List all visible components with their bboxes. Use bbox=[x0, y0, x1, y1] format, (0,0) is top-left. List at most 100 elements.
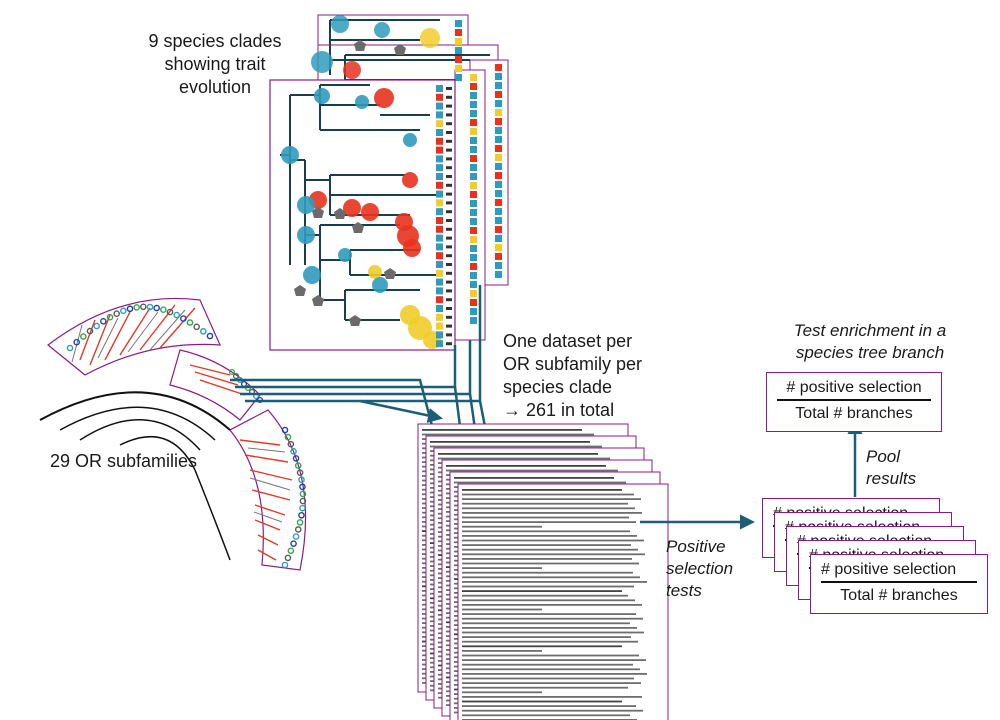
tip-square bbox=[495, 154, 502, 161]
tip-label bbox=[446, 315, 452, 319]
tip-circle bbox=[80, 333, 87, 340]
tip-circle bbox=[100, 318, 107, 325]
tip-square bbox=[495, 262, 502, 269]
tip-circle bbox=[299, 497, 307, 505]
tip-square bbox=[436, 305, 443, 312]
tip-label bbox=[446, 104, 452, 108]
tip-circle bbox=[281, 426, 289, 434]
tip-circle bbox=[173, 311, 180, 319]
tip-label bbox=[446, 324, 452, 328]
alignment-document bbox=[457, 483, 669, 720]
tip-square bbox=[436, 129, 443, 136]
tip-label bbox=[446, 307, 452, 310]
tip-circle bbox=[206, 332, 214, 340]
tip-square bbox=[436, 322, 443, 330]
tip-square bbox=[495, 91, 502, 98]
tip-circle bbox=[287, 547, 295, 555]
tip-square bbox=[470, 236, 477, 243]
tip-square bbox=[436, 190, 443, 198]
tip-square bbox=[470, 227, 477, 234]
subfamily-wedge bbox=[47, 297, 221, 376]
tip-square bbox=[455, 29, 462, 36]
tip-label bbox=[446, 183, 452, 187]
tip-label bbox=[446, 113, 452, 117]
tip-square bbox=[455, 74, 462, 81]
tip-circle bbox=[66, 344, 74, 352]
tip-label bbox=[446, 236, 452, 240]
tip-square bbox=[436, 340, 443, 348]
tip-square bbox=[470, 218, 477, 225]
tip-circle bbox=[120, 307, 127, 315]
tip-square bbox=[495, 217, 502, 224]
pool-results-label: Pool results bbox=[866, 447, 917, 488]
tip-square bbox=[470, 101, 477, 108]
tip-square bbox=[436, 93, 443, 101]
tip-square bbox=[470, 146, 477, 153]
tip-square bbox=[436, 278, 443, 286]
tip-label bbox=[446, 271, 452, 275]
tip-label bbox=[446, 157, 452, 161]
tip-label bbox=[446, 201, 452, 205]
tip-label bbox=[446, 87, 452, 90]
enrichment-fraction-box: # positive selection Total # branches bbox=[766, 372, 942, 432]
tip-square bbox=[495, 163, 502, 170]
tip-circle bbox=[290, 540, 297, 547]
tip-square bbox=[470, 254, 477, 261]
tip-label bbox=[446, 263, 452, 266]
tip-circle bbox=[133, 304, 140, 311]
trait-node-circles bbox=[281, 88, 441, 349]
tip-circle bbox=[299, 504, 306, 512]
tip-circle bbox=[296, 519, 304, 526]
tip-square bbox=[470, 299, 477, 306]
tip-label bbox=[446, 227, 452, 231]
tip-square bbox=[436, 208, 443, 216]
tip-square bbox=[436, 120, 443, 128]
tip-square bbox=[470, 164, 477, 171]
tip-label bbox=[446, 289, 452, 293]
tip-label bbox=[446, 175, 452, 178]
tip-square bbox=[470, 272, 477, 279]
subfamily-wedge bbox=[229, 409, 307, 571]
tip-label bbox=[446, 280, 452, 284]
tip-square bbox=[470, 74, 477, 81]
tip-square bbox=[436, 111, 443, 119]
tip-square bbox=[470, 173, 477, 180]
tip-square bbox=[470, 308, 477, 315]
tip-label bbox=[446, 192, 452, 196]
tip-square bbox=[436, 269, 443, 277]
tip-square bbox=[455, 38, 462, 45]
tip-square bbox=[436, 225, 443, 233]
tip-square bbox=[455, 65, 462, 72]
tip-circle bbox=[232, 372, 240, 380]
tip-label bbox=[446, 333, 452, 337]
tip-square bbox=[470, 317, 477, 324]
tip-square bbox=[495, 127, 502, 134]
subfamilies-label: 29 OR subfamilies bbox=[50, 451, 198, 471]
tip-circle bbox=[106, 313, 114, 321]
tip-square bbox=[470, 110, 477, 117]
tip-square bbox=[436, 181, 443, 189]
tip-circle bbox=[240, 380, 248, 388]
tip-square bbox=[470, 263, 477, 270]
tip-circle bbox=[93, 322, 100, 330]
tip-circle bbox=[292, 533, 300, 540]
tip-square bbox=[455, 20, 462, 27]
tip-square bbox=[436, 137, 443, 145]
tip-circle bbox=[160, 306, 167, 313]
tip-square bbox=[495, 136, 502, 143]
tip-square bbox=[436, 331, 443, 339]
tip-square bbox=[470, 137, 477, 144]
tip-label bbox=[446, 148, 452, 152]
tip-square bbox=[495, 181, 502, 188]
tip-square bbox=[436, 164, 443, 172]
tip-circle bbox=[296, 469, 304, 476]
tip-circle bbox=[113, 310, 120, 317]
tip-square bbox=[436, 155, 443, 163]
fraction-numerator: # positive selection bbox=[777, 379, 931, 401]
tip-square bbox=[436, 252, 443, 260]
tip-circle bbox=[281, 561, 289, 569]
tip-square bbox=[495, 244, 502, 251]
tip-circle bbox=[180, 315, 187, 322]
tip-circle bbox=[228, 368, 236, 376]
